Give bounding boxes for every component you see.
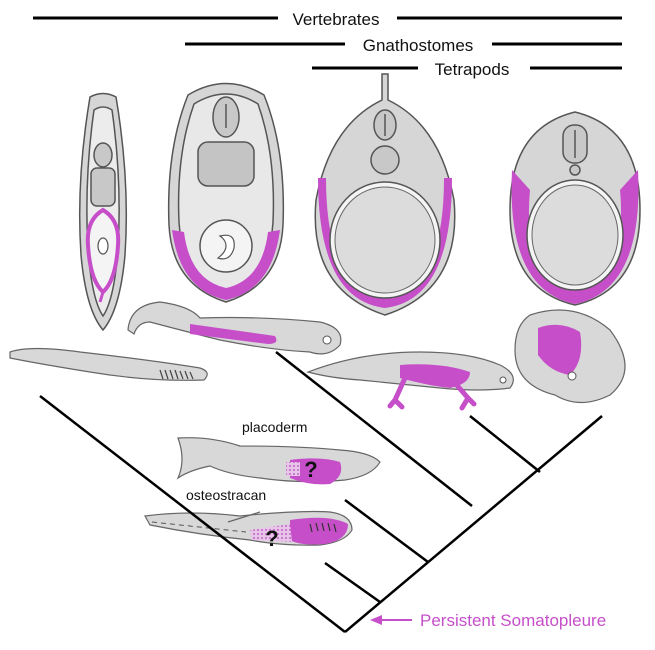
placoderm-question-mark: ? — [304, 457, 317, 482]
clade-bar-gnathostomes: Gnathostomes — [185, 36, 622, 55]
taxon-label-placoderm: placoderm — [242, 419, 307, 435]
tree-trunk-right — [345, 416, 602, 632]
tree-branch-frog — [470, 416, 540, 472]
placoderm-body: ? — [178, 438, 380, 485]
clade-label-tetrapods: Tetrapods — [435, 60, 510, 79]
cross-section-shark — [169, 84, 284, 303]
cross-section-frog — [315, 74, 455, 315]
osteostracan-question-mark: ? — [265, 526, 278, 551]
tree-branch-placoderm — [345, 500, 428, 562]
persistent-somatopleure-annotation: Persistent Somatopleure — [370, 611, 606, 630]
lamprey-body — [10, 349, 207, 381]
phylogenetic-tree — [40, 352, 602, 632]
frog-tadpole-body — [308, 352, 513, 408]
arrow-left-icon — [370, 615, 382, 625]
cross-section-mouse — [510, 112, 640, 305]
clade-label-vertebrates: Vertebrates — [293, 10, 380, 29]
clade-label-gnathostomes: Gnathostomes — [363, 36, 474, 55]
shark-embryo-body — [128, 302, 341, 354]
cross-section-lamprey — [80, 94, 127, 331]
taxon-label-osteostracan: osteostracan — [186, 487, 266, 503]
persistent-somatopleure-label: Persistent Somatopleure — [420, 611, 606, 630]
tree-branch-osteostracan — [325, 563, 380, 602]
mouse-embryo-body — [515, 310, 625, 403]
osteostracan-body: ? — [145, 512, 352, 552]
clade-bar-tetrapods: Tetrapods — [312, 60, 622, 79]
clade-bar-vertebrates: Vertebrates — [33, 10, 622, 29]
